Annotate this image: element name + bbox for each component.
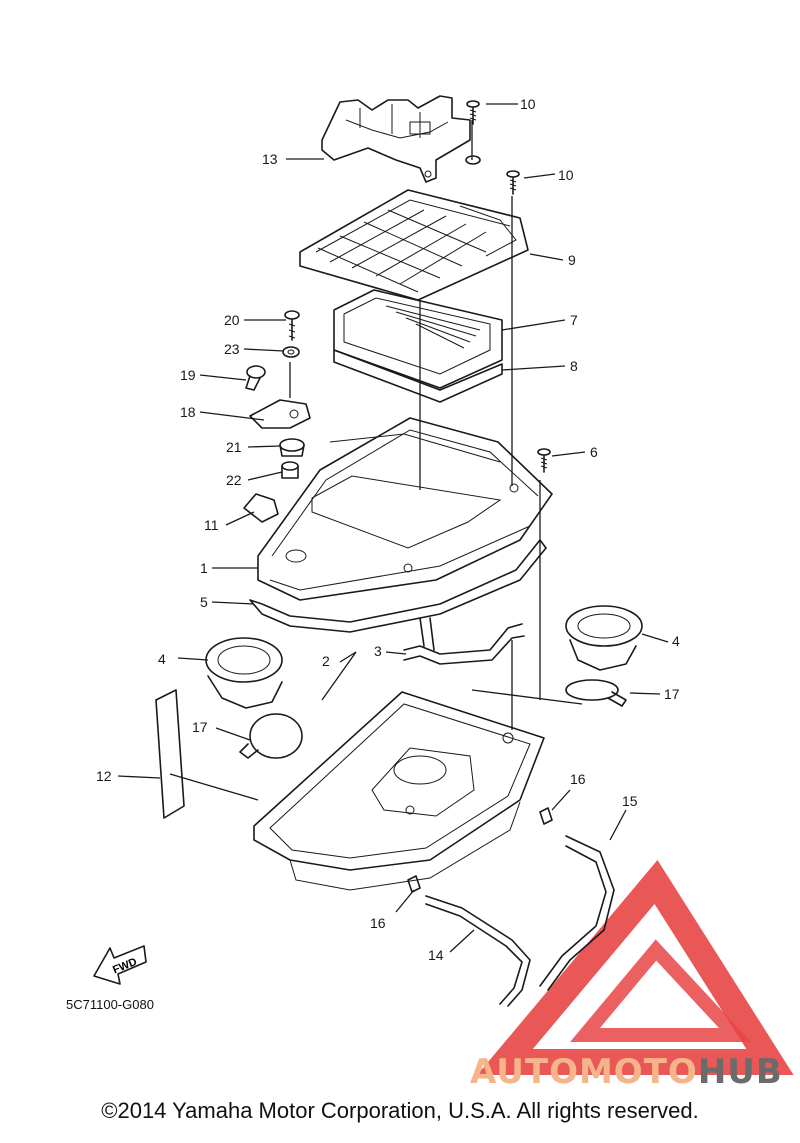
part-14-hose — [425, 895, 531, 1007]
leader-lines — [117, 103, 669, 953]
part-21-grommet — [279, 438, 305, 457]
part-15-hose — [539, 835, 615, 991]
part-11-label — [243, 493, 279, 523]
part-16-clip-lower — [407, 875, 421, 893]
callout-labels: 10 10 13 9 20 7 23 8 19 18 21 6 22 11 1 … — [96, 96, 680, 963]
callout-2: 2 — [322, 653, 330, 669]
watermark-text: AUTOMOTOHUB — [470, 1052, 783, 1092]
callout-17-right: 17 — [664, 686, 680, 702]
part-16-clip-upper — [539, 807, 553, 825]
callout-22: 22 — [226, 472, 242, 488]
callout-11: 11 — [204, 517, 219, 533]
part-18-bracket — [249, 399, 311, 429]
part-10-screw-a — [466, 100, 480, 125]
part-4-joint-left — [205, 637, 283, 709]
part-23-washer — [282, 346, 300, 358]
callout-19: 19 — [180, 367, 196, 383]
callout-14: 14 — [428, 947, 444, 963]
part-17-clamp-right — [565, 679, 627, 707]
callout-18: 18 — [180, 404, 196, 420]
part-7-filter-element — [333, 289, 503, 389]
callout-5: 5 — [200, 594, 208, 610]
callout-4-left: 4 — [158, 651, 166, 667]
part-4-joint-right — [565, 605, 643, 671]
part-22-collar — [281, 461, 299, 479]
callout-12: 12 — [96, 768, 112, 784]
callout-16-upper: 16 — [570, 771, 586, 787]
callout-20: 20 — [224, 312, 240, 328]
part-19-screw — [245, 365, 266, 391]
fwd-label: FWD — [111, 956, 139, 977]
callout-21: 21 — [226, 439, 242, 455]
callout-3: 3 — [374, 643, 382, 659]
part-12-label — [155, 689, 185, 819]
callout-4-right: 4 — [672, 633, 680, 649]
copyright-notice: ©2014 Yamaha Motor Corporation, U.S.A. A… — [101, 1098, 699, 1123]
callout-15: 15 — [622, 793, 638, 809]
part-9-cover — [299, 189, 529, 301]
part-17-clamp-left — [239, 713, 303, 759]
part-3-hose — [403, 617, 525, 665]
callout-16-lower: 16 — [370, 915, 386, 931]
callout-13: 13 — [262, 151, 278, 167]
callout-7: 7 — [570, 312, 578, 328]
fwd-arrow: FWD — [93, 945, 147, 985]
callout-6: 6 — [590, 444, 598, 460]
part-2-case-lower — [253, 691, 545, 891]
callout-8: 8 — [570, 358, 578, 374]
part-20-bolt — [284, 310, 300, 341]
part-13-bracket — [321, 95, 471, 183]
callout-1: 1 — [200, 560, 208, 576]
callout-23: 23 — [224, 341, 240, 357]
part-10-washer — [465, 155, 481, 165]
part-6-screw — [537, 448, 551, 473]
watermark-text-part-b: HUB — [697, 1052, 783, 1092]
drawing-code: 5C71100-G080 — [66, 997, 154, 1012]
part-5-gasket — [249, 539, 547, 633]
part-1-case-upper — [257, 417, 553, 601]
watermark-text-part-a: AUTOMOTO — [470, 1052, 698, 1092]
callout-9: 9 — [568, 252, 576, 268]
callout-10-upper: 10 — [520, 96, 536, 112]
callout-17-left: 17 — [192, 719, 208, 735]
part-8-seal — [333, 349, 503, 403]
callout-10-lower: 10 — [558, 167, 574, 183]
part-10-screw-b — [506, 170, 520, 195]
watermark-logo — [477, 860, 794, 1075]
